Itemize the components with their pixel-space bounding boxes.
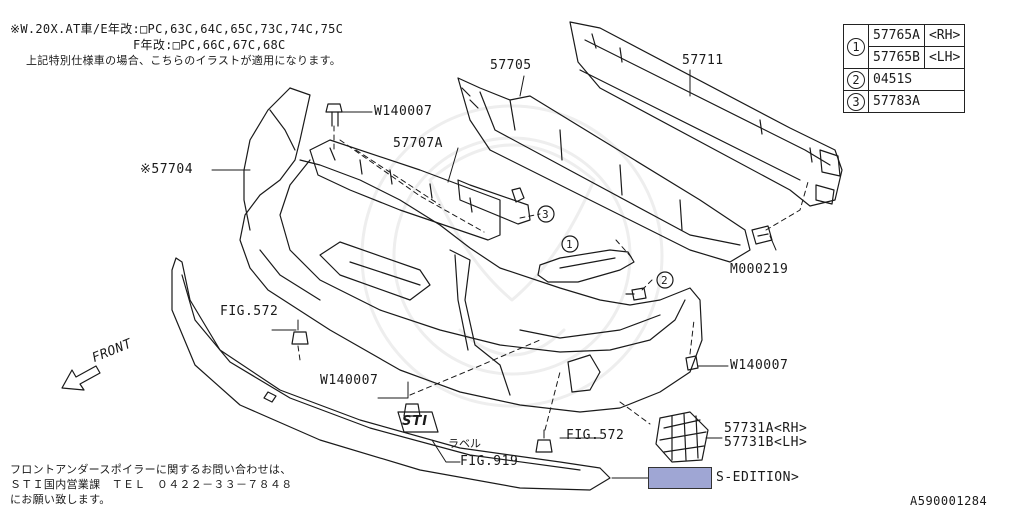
table-index-cell: 1 — [843, 24, 869, 69]
dashed-assembly-lines — [297, 125, 809, 431]
sti-emblem — [397, 411, 439, 433]
footer-line-1: フロントアンダースポイラーに関するお問い合わせは、 — [10, 463, 292, 476]
index-circle: 2 — [847, 70, 865, 89]
note-line-1: ※W.20X.AT車/E年改:□PC,63C,64C,65C,73C,74C,7… — [10, 22, 344, 36]
clip-w140007-right — [685, 355, 699, 371]
fastener-w140007-top — [325, 103, 343, 127]
sti-emblem-text: STI — [402, 414, 429, 429]
table-code-cell[interactable]: 57765B — [868, 46, 925, 69]
label-ja: ラベル — [448, 437, 481, 450]
callout-2: 2 — [661, 274, 668, 287]
front-arrow-icon — [61, 365, 101, 391]
reinforcement-beam — [569, 21, 843, 207]
label-w140007-low[interactable]: W140007 — [320, 373, 379, 388]
label-57731[interactable]: 57731A<RH> 57731B<LH> — [724, 421, 808, 450]
label-w140007-right[interactable]: W140007 — [730, 358, 789, 373]
label-fig572-left[interactable]: FIG.572 — [220, 304, 279, 319]
table-code-cell[interactable]: 57783A — [867, 90, 966, 113]
clip-fig572-left — [291, 331, 309, 345]
table-row: 1 57765A <RH> — [843, 24, 966, 69]
label-fig572-mid[interactable]: FIG.572 — [566, 428, 625, 443]
s-edition-swatch — [648, 467, 712, 489]
footer-line-3: にお願い致します。 — [10, 493, 111, 506]
bracket-57707a — [457, 179, 531, 225]
label-fig919[interactable]: FIG.919 — [460, 454, 519, 469]
table-index-cell: 2 — [843, 68, 869, 91]
side-bracket — [537, 249, 635, 283]
label-w140007-top[interactable]: W140007 — [374, 104, 433, 119]
leader-lines — [211, 69, 777, 479]
table-row: 3 57783A — [843, 90, 966, 113]
index-circle: 1 — [847, 37, 865, 56]
label-s-edition: S-EDITION> — [716, 470, 800, 485]
upper-support — [309, 139, 501, 241]
clip-fig572-mid — [535, 439, 553, 453]
footer-line-2: ＳＴＩ国内営業課 ＴＥＬ ０４２２－３３－７８４８ — [10, 478, 293, 491]
lower-spoiler — [171, 257, 611, 491]
table-row: 2 0451S — [843, 68, 966, 91]
table-code-cell[interactable]: 0451S — [867, 68, 966, 91]
label-57705[interactable]: 57705 — [490, 58, 532, 73]
label-57711[interactable]: 57711 — [682, 53, 724, 68]
label-m000219[interactable]: M000219 — [730, 262, 789, 277]
label-57707a[interactable]: 57707A — [393, 136, 443, 151]
table-side-cell: <RH> — [923, 24, 966, 47]
watermark-emblem — [360, 104, 664, 408]
index-circle: 3 — [847, 92, 865, 111]
fog-grille — [655, 411, 709, 463]
table-index-cell: 3 — [843, 90, 869, 113]
note-line-2: F年改:□PC,66C,67C,68C — [133, 38, 286, 52]
callout-1: 1 — [566, 238, 573, 251]
table-side-cell: <LH> — [923, 46, 966, 69]
parts-table: 1 57765A <RH> 57765B <LH> 2 0451S 3 5778… — [843, 24, 966, 113]
diagram-id: A590001284 — [910, 494, 988, 508]
callout-circles — [537, 205, 674, 289]
label-57704[interactable]: ※57704 — [140, 162, 194, 177]
bumper-face — [239, 87, 703, 413]
note-line-3: 上記特別仕様車の場合、こちらのイラストが適用になります。 — [26, 54, 342, 67]
screw-0451s — [625, 287, 647, 301]
table-row: 57765B <LH> — [844, 46, 966, 69]
callout-3: 3 — [542, 208, 549, 221]
table-code-cell[interactable]: 57765A — [868, 24, 925, 47]
energy-absorber — [457, 77, 751, 263]
